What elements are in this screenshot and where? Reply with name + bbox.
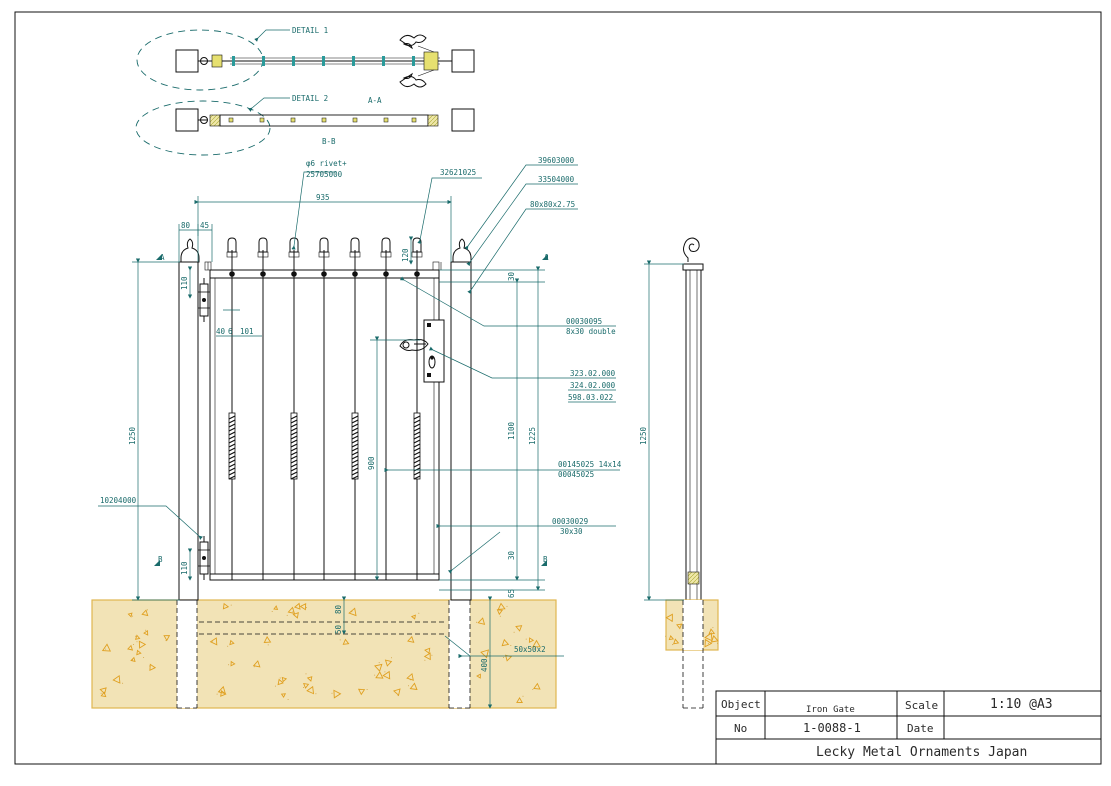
dim-side-1250: 1250 (639, 426, 648, 445)
callout-picket-top: 32621025 (440, 168, 476, 177)
title-company: Lecky Metal Ornaments Japan (816, 745, 1027, 760)
section-b-b-label: B-B (322, 137, 336, 146)
post-right-plan-b (451, 108, 475, 132)
dim-935: 935 (316, 193, 330, 202)
concrete-foundation (91, 599, 557, 709)
detail-1-ellipse (136, 29, 264, 91)
dim-120: 120 (401, 248, 410, 262)
left-post (178, 261, 199, 601)
callout-post-cap: 39603000 (538, 156, 575, 165)
dim-1250: 1250 (128, 426, 137, 445)
title-scale-value: 1:10 @A3 (990, 697, 1053, 712)
callout-lock-b: 324.02.000 (570, 381, 616, 390)
section-a-a-label: A-A (368, 96, 382, 105)
callout-bar-part: 00145025 14x14 (558, 460, 622, 469)
callout-lock-c: 598.03.022 (568, 393, 613, 402)
dim-1225: 1225 (528, 427, 537, 445)
dimensions: 935 80 45 40 6 101 120 1250 110 110 900 (128, 193, 684, 709)
gate-elevation (178, 237, 472, 601)
twisted-bar (228, 412, 236, 480)
dim-30-top: 30 (507, 271, 516, 281)
handle-ornament-top (399, 34, 427, 50)
twisted-bar (413, 412, 421, 480)
post-right-plan-a (451, 49, 475, 73)
callout-lock-a: 323.02.000 (570, 369, 616, 378)
top-hinge (197, 278, 211, 322)
dim-65: 65 (507, 589, 516, 598)
right-post (450, 261, 472, 601)
title-date-label: Date (907, 722, 934, 735)
title-object-label: Object (721, 698, 761, 711)
mark-b-left: B (158, 555, 163, 564)
dim-45: 45 (200, 221, 209, 230)
dim-80: 80 (181, 221, 191, 230)
picket (411, 237, 423, 580)
post-left-plan-b (175, 108, 199, 132)
right-post-cap (452, 238, 472, 263)
post-left-plan-a (175, 49, 199, 73)
callouts: φ6 rivet+ 25705000 32621025 39603000 335… (98, 156, 622, 659)
callout-tube-size: 50x50x2 (514, 645, 546, 654)
dim-101: 101 (240, 327, 254, 336)
callout-post-size: 80x80x2.75 (530, 200, 575, 209)
gate-lock (399, 319, 445, 383)
side-elevation (665, 237, 719, 709)
dim-6: 6 (228, 327, 233, 336)
handle-ornament-bottom (399, 72, 427, 88)
section-b-b-plan: DETAIL 2 B-B (135, 94, 475, 156)
title-object-value: Iron Gate (806, 705, 855, 715)
mark-a-right: A (544, 253, 549, 262)
title-no-value: 1-0088-1 (803, 721, 861, 735)
callout-frame-part: 00030029 (552, 517, 588, 526)
title-scale-label: Scale (905, 699, 938, 712)
picket (349, 237, 361, 580)
picket (380, 237, 392, 580)
callout-hinge-part: 10204000 (100, 496, 137, 505)
detail-2-ellipse (135, 100, 271, 156)
callout-frame-size: 30x30 (560, 527, 583, 536)
dim-110-bottom: 110 (180, 561, 189, 575)
detail-2-label: DETAIL 2 (292, 94, 328, 103)
dim-1100: 1100 (507, 421, 516, 440)
side-scroll-finial (683, 237, 700, 262)
dim-900: 900 (367, 456, 376, 470)
hinge-pin-plan (200, 57, 208, 65)
dim-400: 400 (480, 658, 489, 672)
callout-rail-size: 8x30 double (566, 327, 616, 336)
picket (318, 237, 330, 580)
section-a-a-plan: DETAIL 1 A-A (136, 26, 475, 105)
picket (257, 237, 269, 580)
callout-post-part: 33504000 (538, 175, 575, 184)
left-post-cap (180, 238, 200, 263)
dim-40: 40 (216, 327, 226, 336)
title-block: Object Iron Gate Scale 1:10 @A3 No 1-008… (715, 690, 1102, 765)
dim-110-top: 110 (180, 276, 189, 290)
bottom-hinge (197, 536, 211, 580)
picket (288, 237, 300, 580)
callout-rivet: φ6 rivet+ (306, 159, 347, 168)
mark-b-right: B (543, 555, 548, 564)
callout-rivet-code: 25705000 (306, 170, 343, 179)
dim-30-bottom: 30 (507, 550, 516, 560)
side-post (685, 269, 702, 601)
picket (226, 237, 238, 580)
twisted-bar (351, 412, 359, 480)
pickets (226, 237, 423, 580)
title-no-label: No (734, 722, 747, 735)
twisted-bar (290, 412, 298, 480)
mark-a-left: A (160, 253, 165, 262)
callout-rail-part: 00030095 (566, 317, 602, 326)
dim-50-ground: 50 (334, 624, 343, 634)
detail-1-label: DETAIL 1 (292, 26, 328, 35)
dim-80-ground: 80 (334, 604, 343, 614)
callout-bar-part2: 00045025 (558, 470, 594, 479)
sheet-border (14, 11, 1102, 765)
